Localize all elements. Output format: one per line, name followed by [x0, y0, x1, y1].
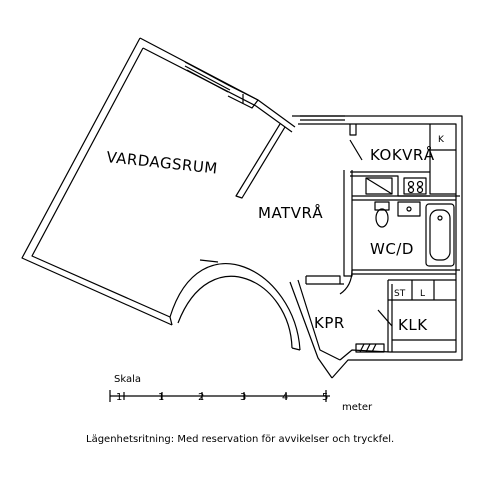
- room-label-matvra: MATVRÅ: [258, 203, 323, 222]
- room-label-kokvra: KOKVRÅ: [370, 145, 435, 164]
- scale-tick-2: 2: [198, 392, 204, 403]
- scale-unit: meter: [342, 402, 373, 413]
- hall-walls: [289, 275, 456, 379]
- outer-walls-right: [292, 115, 463, 361]
- plan-caption: Lägenhetsritning: Med reservation för av…: [86, 434, 394, 445]
- label-st: ST: [394, 289, 406, 299]
- label-l: L: [420, 289, 425, 299]
- scale-title: Skala: [114, 374, 141, 385]
- room-label-klk: KLK: [398, 316, 428, 334]
- scale-bar: [109, 390, 330, 402]
- room-label-vardagsrum: VARDAGSRUM: [106, 148, 219, 178]
- scale-tick-1: 1: [158, 392, 164, 403]
- room-label-wcd: WC/D: [370, 240, 414, 258]
- room-label-kpr: KPR: [314, 314, 345, 332]
- entrance-arch: [169, 259, 301, 351]
- scale-tick-3: 3: [240, 392, 246, 403]
- living-room-walls: [21, 37, 296, 326]
- kitchen-area: [349, 124, 430, 197]
- scale-tick-4: 4: [282, 392, 288, 403]
- label-k: K: [438, 135, 445, 145]
- bathroom-walls: [339, 170, 460, 295]
- scale-tick-5: 5: [322, 392, 328, 403]
- scale-tick-0: 1: [116, 392, 122, 403]
